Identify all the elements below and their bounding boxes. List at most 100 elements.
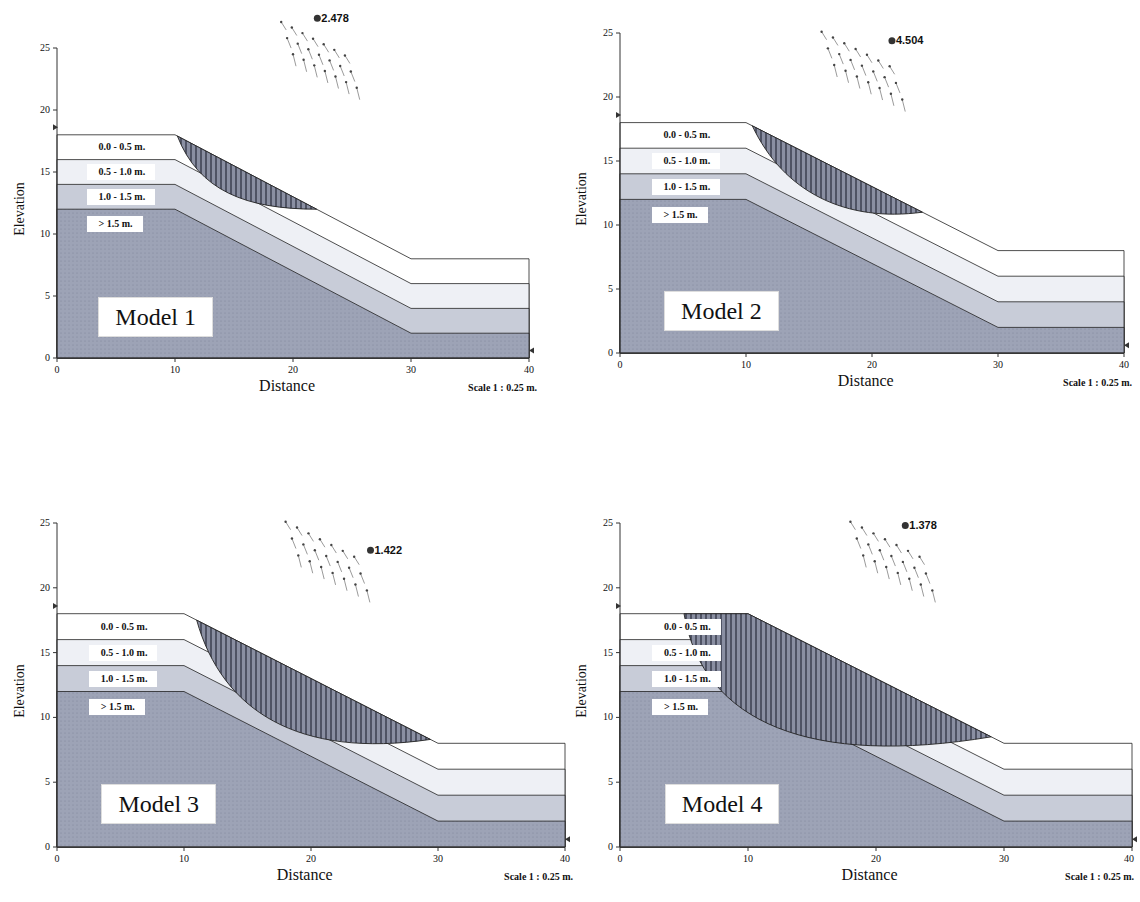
radius-stroke [891, 556, 895, 566]
tick-label: 40 [560, 854, 570, 864]
radius-stroke [878, 61, 883, 69]
soil-layer [57, 640, 565, 847]
depth-range: > 1.5 m. [99, 219, 133, 229]
tick [438, 847, 439, 851]
radius-stroke [890, 66, 895, 74]
soil-layer [620, 148, 1124, 353]
y-axis [57, 48, 58, 358]
centre-point [313, 64, 315, 66]
tick-label: 15 [40, 648, 50, 658]
radius-stroke [324, 44, 329, 52]
model-label: Model 3 [101, 784, 216, 824]
tick-label: 20 [40, 583, 50, 593]
centre-point [353, 555, 355, 557]
radius-stroke [903, 562, 907, 572]
centre-point [319, 538, 321, 540]
radius-stroke [880, 550, 884, 560]
centre-point [292, 53, 294, 55]
centre-point [843, 42, 845, 44]
radius-stroke [326, 556, 330, 566]
critical-centre [314, 15, 321, 22]
soil-layer [57, 184, 529, 358]
tick [616, 847, 620, 848]
centre-point [856, 75, 858, 77]
centre-point [854, 48, 856, 50]
tick-label: 0 [618, 854, 623, 864]
tick [616, 225, 620, 226]
centre-point [913, 567, 915, 569]
depth-range: > 1.5 m. [101, 702, 135, 712]
radius-stroke [349, 568, 353, 578]
radius-stroke [857, 539, 861, 549]
radius-stroke [292, 539, 296, 549]
radius-stroke [345, 55, 350, 63]
radius-stroke [281, 22, 286, 30]
centre-point [877, 59, 879, 61]
layer-label: > 1.5 m. [89, 699, 145, 715]
layer-label: > 1.5 m. [87, 216, 143, 232]
centre-point [872, 532, 874, 534]
tick [411, 358, 412, 362]
radius-stroke [286, 522, 291, 530]
model-panel [53, 521, 570, 851]
tick-label: 10 [743, 854, 753, 864]
radius-stroke [896, 83, 900, 93]
tick-label: 10 [170, 365, 180, 375]
critical-centre [902, 522, 909, 529]
slip-mass [684, 614, 991, 746]
radius-stroke [319, 55, 323, 65]
centre-point [827, 47, 829, 49]
tick-label: 30 [993, 360, 1003, 370]
tick-label: 20 [603, 583, 613, 593]
centre-point [345, 81, 347, 83]
centre-point [902, 561, 904, 563]
radius-stroke [898, 573, 901, 585]
centre-point [286, 37, 288, 39]
tick [998, 353, 999, 357]
depth-range: 0.5 - 1.0 m. [664, 156, 711, 166]
soil-layer [620, 614, 1132, 847]
centre-point [861, 526, 863, 528]
centre-point [920, 583, 922, 585]
centre-point [925, 572, 927, 574]
tick-label: 20 [603, 92, 613, 102]
centre-point [302, 543, 304, 545]
layer-label: 0.0 - 0.5 m. [87, 139, 156, 155]
tick-label: 10 [603, 220, 613, 230]
radius-stroke [828, 48, 832, 58]
scale-note: Scale 1 : 0.25 m. [468, 383, 537, 393]
centre-point [918, 555, 920, 557]
tick-label: 0 [55, 365, 60, 375]
tick-label: 20 [871, 854, 881, 864]
centre-point [888, 65, 890, 67]
model-name: Model 4 [682, 792, 763, 816]
tick [53, 358, 57, 359]
centre-point [884, 538, 886, 540]
tick [293, 358, 294, 362]
layer-label: 1.0 - 1.5 m. [89, 671, 158, 687]
layer-label: > 1.5 m. [652, 207, 708, 223]
centre-point [314, 549, 316, 551]
slip-mass [752, 126, 922, 214]
depth-range: 0.5 - 1.0 m. [664, 648, 711, 658]
centre-point [322, 43, 324, 45]
radius-stroke [302, 33, 307, 41]
tick-label: 0 [45, 842, 50, 852]
centre-point [879, 549, 881, 551]
tick [311, 847, 312, 851]
radius-stroke [310, 561, 313, 573]
tick [57, 847, 58, 851]
radius-stroke [293, 54, 296, 66]
radius-stroke [921, 585, 924, 597]
radius-stroke [867, 55, 872, 63]
radius-stroke [896, 545, 901, 553]
tick [616, 523, 620, 524]
centre-point [318, 54, 320, 56]
marker [53, 603, 58, 609]
layer-label: 1.0 - 1.5 m. [652, 671, 721, 687]
scale-note: Scale 1 : 0.25 m. [1063, 378, 1132, 388]
tick [616, 652, 620, 653]
centre-point [901, 98, 903, 100]
centre-point [297, 554, 299, 556]
radius-stroke [880, 88, 883, 100]
